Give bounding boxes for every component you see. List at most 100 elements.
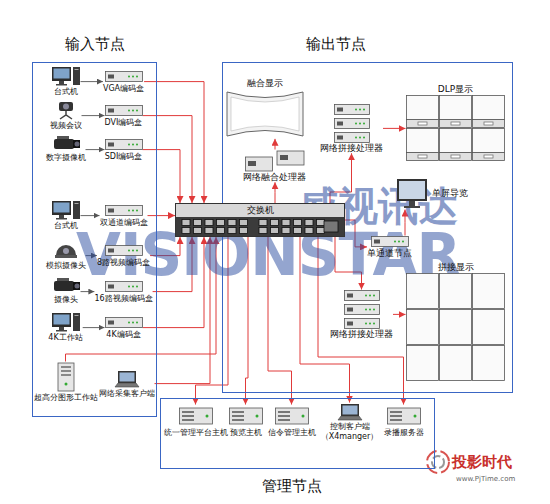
drawing-part: [227, 92, 303, 136]
drawing-part: [373, 322, 375, 324]
drawing-part: [399, 181, 425, 199]
drawing-part: [56, 330, 67, 332]
drawing-part: [439, 152, 471, 160]
drawing-part: [132, 109, 134, 111]
drawing-part: [136, 143, 138, 145]
drawing-part: [128, 249, 130, 251]
drawing-part: [182, 220, 190, 226]
drawing-part: [52, 201, 71, 215]
drawing-part: [373, 308, 375, 310]
drawing-part: [365, 308, 367, 310]
drawing-part: [334, 132, 369, 142]
preview-host: 预览主机: [229, 405, 263, 437]
drawing-part: [73, 313, 80, 331]
input-region: 输入节点台式机VGA编码盒视频会议DVI编码盒数字摄像机SDI编码盒台式机双通道…: [32, 62, 157, 417]
drawing-part: [63, 248, 69, 254]
camera: 摄像头: [51, 276, 81, 304]
signal-link: [86, 149, 105, 150]
drawing-part: [347, 293, 353, 297]
drawing-part: [369, 322, 371, 324]
dual-icon: [245, 150, 305, 172]
node-label: 4K工作站: [48, 333, 82, 342]
drawing-part: [74, 141, 79, 146]
drawing-part: [115, 383, 139, 387]
dlp-wall: DLP显示: [406, 84, 506, 161]
drawing-part: [217, 220, 225, 226]
encoder-box: 4K编码盒: [105, 317, 143, 339]
node-label: 4K编码盒: [106, 330, 140, 339]
drawing-part: [280, 155, 288, 160]
node-label: 网络拼接处理器: [320, 144, 383, 154]
drawing-part: [418, 122, 427, 125]
drawing-part: [334, 118, 369, 128]
drawing-part: [105, 205, 142, 215]
drawing-part: [294, 220, 302, 226]
graphics-workstation: 超高分图形工作站: [34, 362, 98, 402]
drawing-part: [472, 152, 504, 160]
drawing-part: [136, 75, 138, 77]
drawing-part: [472, 345, 504, 380]
drawing-part: [259, 220, 267, 226]
node-label: 网络拼接处理器: [330, 330, 393, 340]
drawing-part: [73, 67, 80, 85]
node-label: 单通道节点: [367, 249, 412, 259]
node-label: 超高分图形工作站: [34, 393, 98, 402]
drawing-part: [136, 109, 138, 111]
drawing-part: [248, 161, 256, 166]
drawing-part: [205, 414, 208, 417]
drawing-part: [406, 273, 438, 308]
drawing-part: [355, 136, 357, 138]
drawing-part: [413, 414, 416, 417]
drawing-part: [52, 313, 71, 327]
drawing-part: [369, 294, 371, 296]
drawing-part: [271, 228, 279, 234]
drawing-part: [317, 220, 325, 226]
drawing-part: [56, 84, 67, 86]
drawing-part: [347, 307, 353, 311]
drawing-part: [472, 95, 504, 119]
node-label: 8路视频编码盒: [97, 258, 150, 267]
drawing-part: [278, 419, 290, 421]
drawing-part: [406, 95, 438, 119]
drawing-part: [337, 135, 343, 139]
drawing-part: [59, 81, 64, 84]
node-label: 台式机: [54, 87, 78, 96]
drawing-part: [59, 215, 64, 218]
laptop-icon: [113, 370, 141, 388]
drawing-part: [179, 408, 212, 424]
drawing-part: [472, 273, 504, 308]
network-link: [393, 314, 406, 315]
pc-icon: [51, 312, 81, 332]
conf-icon: [53, 100, 79, 120]
desktop-pc: 台式机: [51, 200, 81, 230]
drawing-part: [56, 218, 67, 220]
drawing-part: [128, 321, 130, 323]
drawing-part: [363, 122, 365, 124]
drawing-part: [240, 228, 248, 234]
drawing-part: [278, 411, 290, 413]
drawing-part: [132, 209, 134, 211]
drawing-part: [136, 285, 138, 287]
drawing-part: [409, 201, 415, 206]
monitor-icon: [396, 178, 428, 210]
drawing-part: [324, 221, 338, 232]
encoder-box: 16路视频编码盒: [94, 281, 152, 303]
drawing-part: [132, 75, 134, 77]
drawing-part: [182, 419, 194, 421]
drawing-part: [359, 136, 361, 138]
drawing-part: [132, 143, 134, 145]
ws-icon: [54, 362, 78, 392]
drawing-part: [217, 228, 225, 234]
drawing-part: [317, 228, 325, 234]
node-label: DVI编码盒: [105, 118, 143, 127]
drawing-part: [259, 228, 267, 234]
drawing-part: [439, 119, 471, 127]
signal-host: 信令管理主机: [268, 405, 316, 437]
drawing-part: [347, 321, 353, 325]
drawing-part: [363, 136, 365, 138]
enc-icon: [105, 105, 143, 117]
drawing-part: [194, 220, 202, 226]
signal-link: [81, 81, 103, 82]
switch-ports: [176, 217, 344, 236]
drawing-part: [390, 415, 402, 417]
